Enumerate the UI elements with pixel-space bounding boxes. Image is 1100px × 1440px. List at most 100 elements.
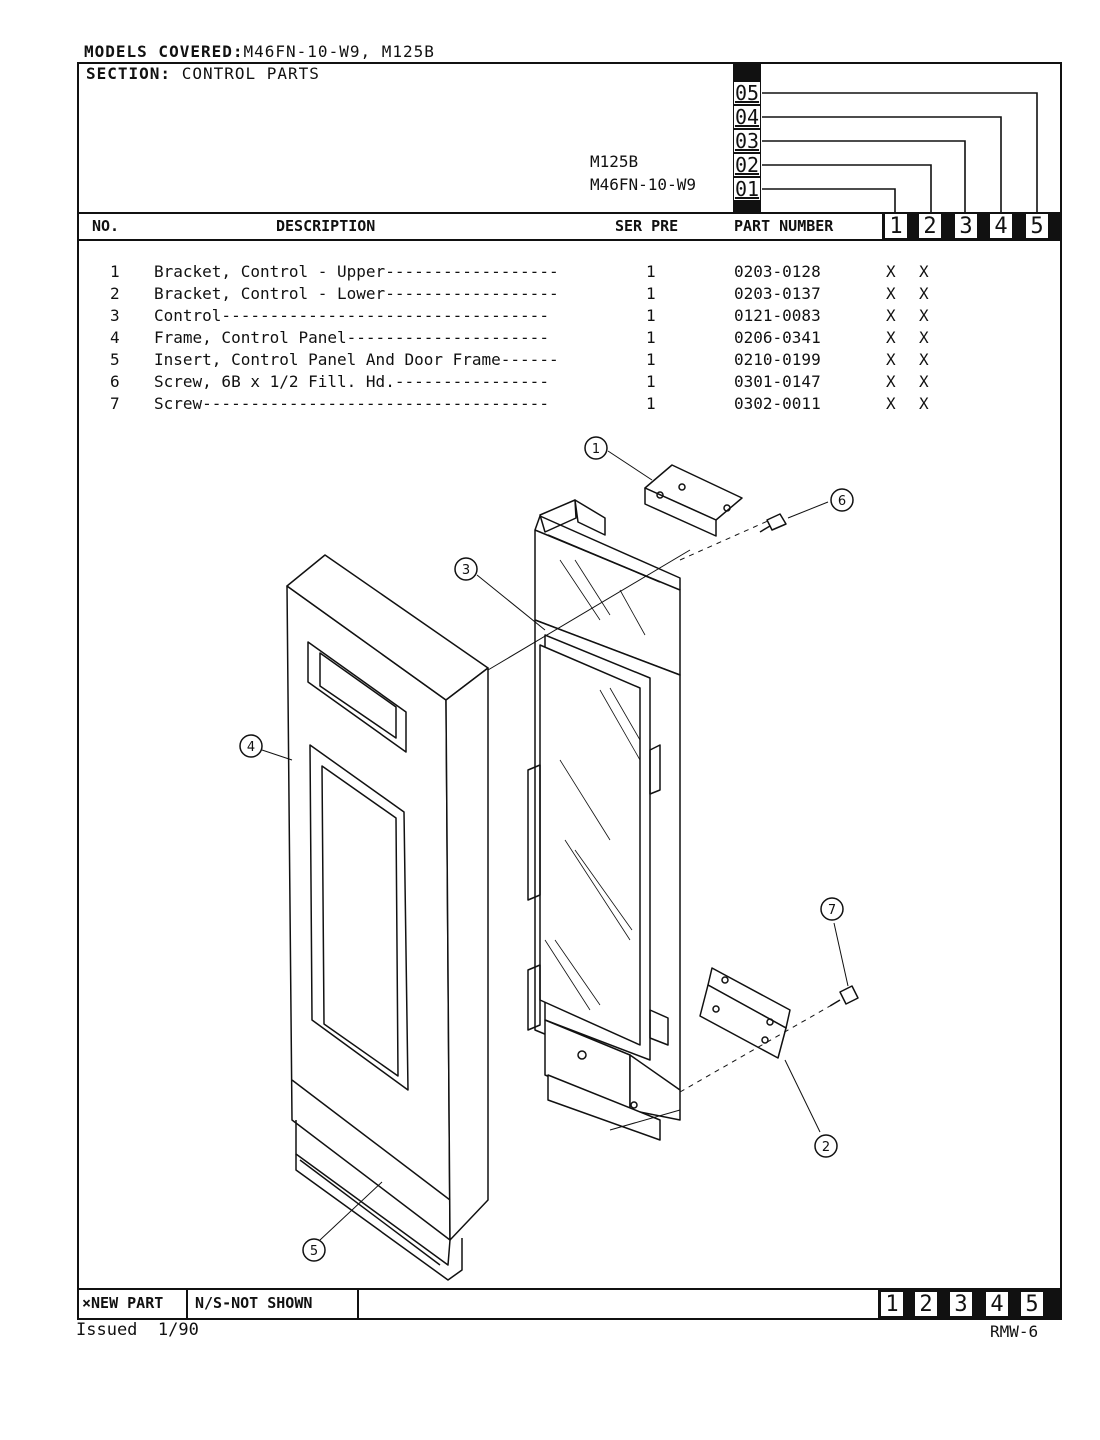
row-6-part-number: 0301-0147 <box>734 372 821 391</box>
model-code-05: 05 <box>734 81 760 105</box>
col-header-description: DESCRIPTION <box>276 217 376 235</box>
row-3-col2: X <box>919 306 929 325</box>
section-title: SECTION: CONTROL PARTS <box>86 64 320 83</box>
screw-7-drawing <box>829 985 859 1007</box>
footer-separator-2 <box>357 1288 359 1320</box>
footer-column-2: 2 <box>914 1291 938 1317</box>
control-panel-frame-drawing <box>286 554 489 1281</box>
row-1-ser-pre: 1 <box>646 262 656 281</box>
lower-bracket-drawing <box>699 967 791 1059</box>
col-header-ser-pre: SER PRE <box>615 217 679 235</box>
row-4-no: 4 <box>110 328 120 347</box>
models-covered-value: M46FN-10-W9, M125B <box>243 42 435 61</box>
column-number-2: 2 <box>918 213 942 239</box>
row-4-description: Frame, Control Panel--------------------… <box>154 328 549 347</box>
callout-6: 6 <box>830 488 854 512</box>
row-7-part-number: 0302-0011 <box>734 394 821 413</box>
row-6-ser-pre: 1 <box>646 372 656 391</box>
row-5-part-number: 0210-0199 <box>734 350 821 369</box>
row-7-no: 7 <box>110 394 120 413</box>
svg-text:6: 6 <box>838 494 846 509</box>
row-5-ser-pre: 1 <box>646 350 656 369</box>
row-7-col1: X <box>886 394 896 413</box>
row-2-no: 2 <box>110 284 120 303</box>
model-name-m125b: M125B <box>590 152 639 171</box>
model-code-02: 02 <box>734 153 760 177</box>
row-2-description: Bracket, Control - Lower----------------… <box>154 284 559 303</box>
row-5-col1: X <box>886 350 896 369</box>
row-2-col1: X <box>886 284 896 303</box>
section-label: SECTION: <box>86 64 172 83</box>
footer-column-4: 4 <box>985 1291 1009 1317</box>
row-6-col2: X <box>919 372 929 391</box>
row-1-col1: X <box>886 262 896 281</box>
row-4-ser-pre: 1 <box>646 328 656 347</box>
row-4-col2: X <box>919 328 929 347</box>
row-3-part-number: 0121-0083 <box>734 306 821 325</box>
footer-column-3: 3 <box>949 1291 973 1317</box>
callout-4: 4 <box>239 734 263 758</box>
svg-text:3: 3 <box>462 563 470 578</box>
screw-6-drawing <box>759 513 787 533</box>
row-3-description: Control---------------------------------… <box>154 306 549 325</box>
row-1-no: 1 <box>110 262 120 281</box>
row-4-col1: X <box>886 328 896 347</box>
callouts: 1 6 3 4 7 2 5 <box>239 436 854 1262</box>
section-value: CONTROL PARTS <box>181 64 320 83</box>
row-4-part-number: 0206-0341 <box>734 328 821 347</box>
svg-text:5: 5 <box>310 1244 318 1259</box>
footer-not-shown: N/S-NOT SHOWN <box>195 1294 313 1312</box>
row-2-part-number: 0203-0137 <box>734 284 821 303</box>
sheet-code: RMW-6 <box>990 1322 1039 1341</box>
row-2-col2: X <box>919 284 929 303</box>
row-3-ser-pre: 1 <box>646 306 656 325</box>
control-board-drawing <box>527 499 681 1141</box>
header-divider-top <box>77 212 1062 214</box>
upper-bracket-drawing <box>644 464 743 537</box>
footer-column-1: 1 <box>880 1291 904 1317</box>
callout-3: 3 <box>454 557 478 581</box>
row-6-description: Screw, 6B x 1/2 Fill. Hd.---------------… <box>154 372 549 391</box>
row-3-no: 3 <box>110 306 120 325</box>
row-1-part-number: 0203-0128 <box>734 262 821 281</box>
footer-separator-1 <box>186 1288 188 1320</box>
callout-5: 5 <box>302 1238 326 1262</box>
model-code-03: 03 <box>734 129 760 153</box>
col-header-part-number: PART NUMBER <box>734 217 834 235</box>
svg-text:2: 2 <box>822 1140 830 1155</box>
row-3-col1: X <box>886 306 896 325</box>
row-5-no: 5 <box>110 350 120 369</box>
row-5-col2: X <box>919 350 929 369</box>
header-divider-bottom <box>77 239 1062 241</box>
models-covered-label: MODELS COVERED: <box>84 42 244 61</box>
callout-1: 1 <box>584 436 608 460</box>
issued-date: Issued 1/90 <box>76 1320 199 1340</box>
row-6-col1: X <box>886 372 896 391</box>
column-number-5: 5 <box>1025 213 1049 239</box>
svg-text:1: 1 <box>592 442 600 457</box>
row-1-col2: X <box>919 262 929 281</box>
row-7-col2: X <box>919 394 929 413</box>
column-number-1: 1 <box>884 213 908 239</box>
row-7-ser-pre: 1 <box>646 394 656 413</box>
callout-2: 2 <box>814 1134 838 1158</box>
row-6-no: 6 <box>110 372 120 391</box>
sheet-frame <box>77 62 1062 1320</box>
row-7-description: Screw-----------------------------------… <box>154 394 549 413</box>
footer-new-part: ×NEW PART <box>82 1294 164 1312</box>
row-5-description: Insert, Control Panel And Door Frame----… <box>154 350 559 369</box>
model-connector-lines <box>762 92 1038 214</box>
model-code-01: 01 <box>734 177 760 201</box>
svg-text:4: 4 <box>247 740 255 755</box>
callout-7: 7 <box>820 897 844 921</box>
column-number-4: 4 <box>989 213 1013 239</box>
col-header-no: NO. <box>92 217 120 235</box>
row-2-ser-pre: 1 <box>646 284 656 303</box>
row-1-description: Bracket, Control - Upper----------------… <box>154 262 559 281</box>
footer-column-5: 5 <box>1020 1291 1044 1317</box>
footer-divider <box>77 1288 1062 1290</box>
model-code-04: 04 <box>734 105 760 129</box>
column-number-3: 3 <box>954 213 978 239</box>
models-covered: MODELS COVERED:M46FN-10-W9, M125B <box>84 42 435 61</box>
